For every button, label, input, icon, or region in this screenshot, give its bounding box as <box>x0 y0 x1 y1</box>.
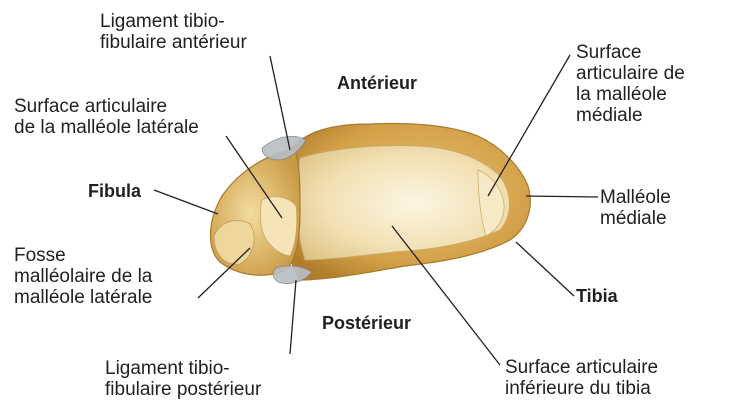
label-malleolar-fossa: Fosse malléolaire de la malléole latéral… <box>14 245 152 308</box>
label-anterior: Antérieur <box>337 73 417 94</box>
leader-lig-post <box>290 280 296 354</box>
label-posterior: Postérieur <box>322 313 411 334</box>
leader-lig-ant <box>270 56 290 150</box>
label-inferior-articular-surface: Surface articulaire inférieure du tibia <box>505 357 658 399</box>
leader-tibia <box>516 242 574 296</box>
label-lateral-malleolus-articular-surface: Surface articulaire de la malléole latér… <box>14 96 199 138</box>
label-tibia: Tibia <box>576 286 618 307</box>
label-anterior-tibiofibular-ligament: Ligament tibio- fibulaire antérieur <box>100 11 247 53</box>
leader-malleole-med <box>526 196 598 197</box>
label-fibula: Fibula <box>88 181 141 202</box>
leader-fibula <box>154 190 218 214</box>
label-posterior-tibiofibular-ligament: Ligament tibio- fibulaire postérieur <box>105 358 261 400</box>
label-medial-malleolus-articular-surface: Surface articulaire de la malléole média… <box>576 42 685 126</box>
leader-surf-med <box>488 55 570 196</box>
label-medial-malleolus: Malléole médiale <box>600 187 671 229</box>
